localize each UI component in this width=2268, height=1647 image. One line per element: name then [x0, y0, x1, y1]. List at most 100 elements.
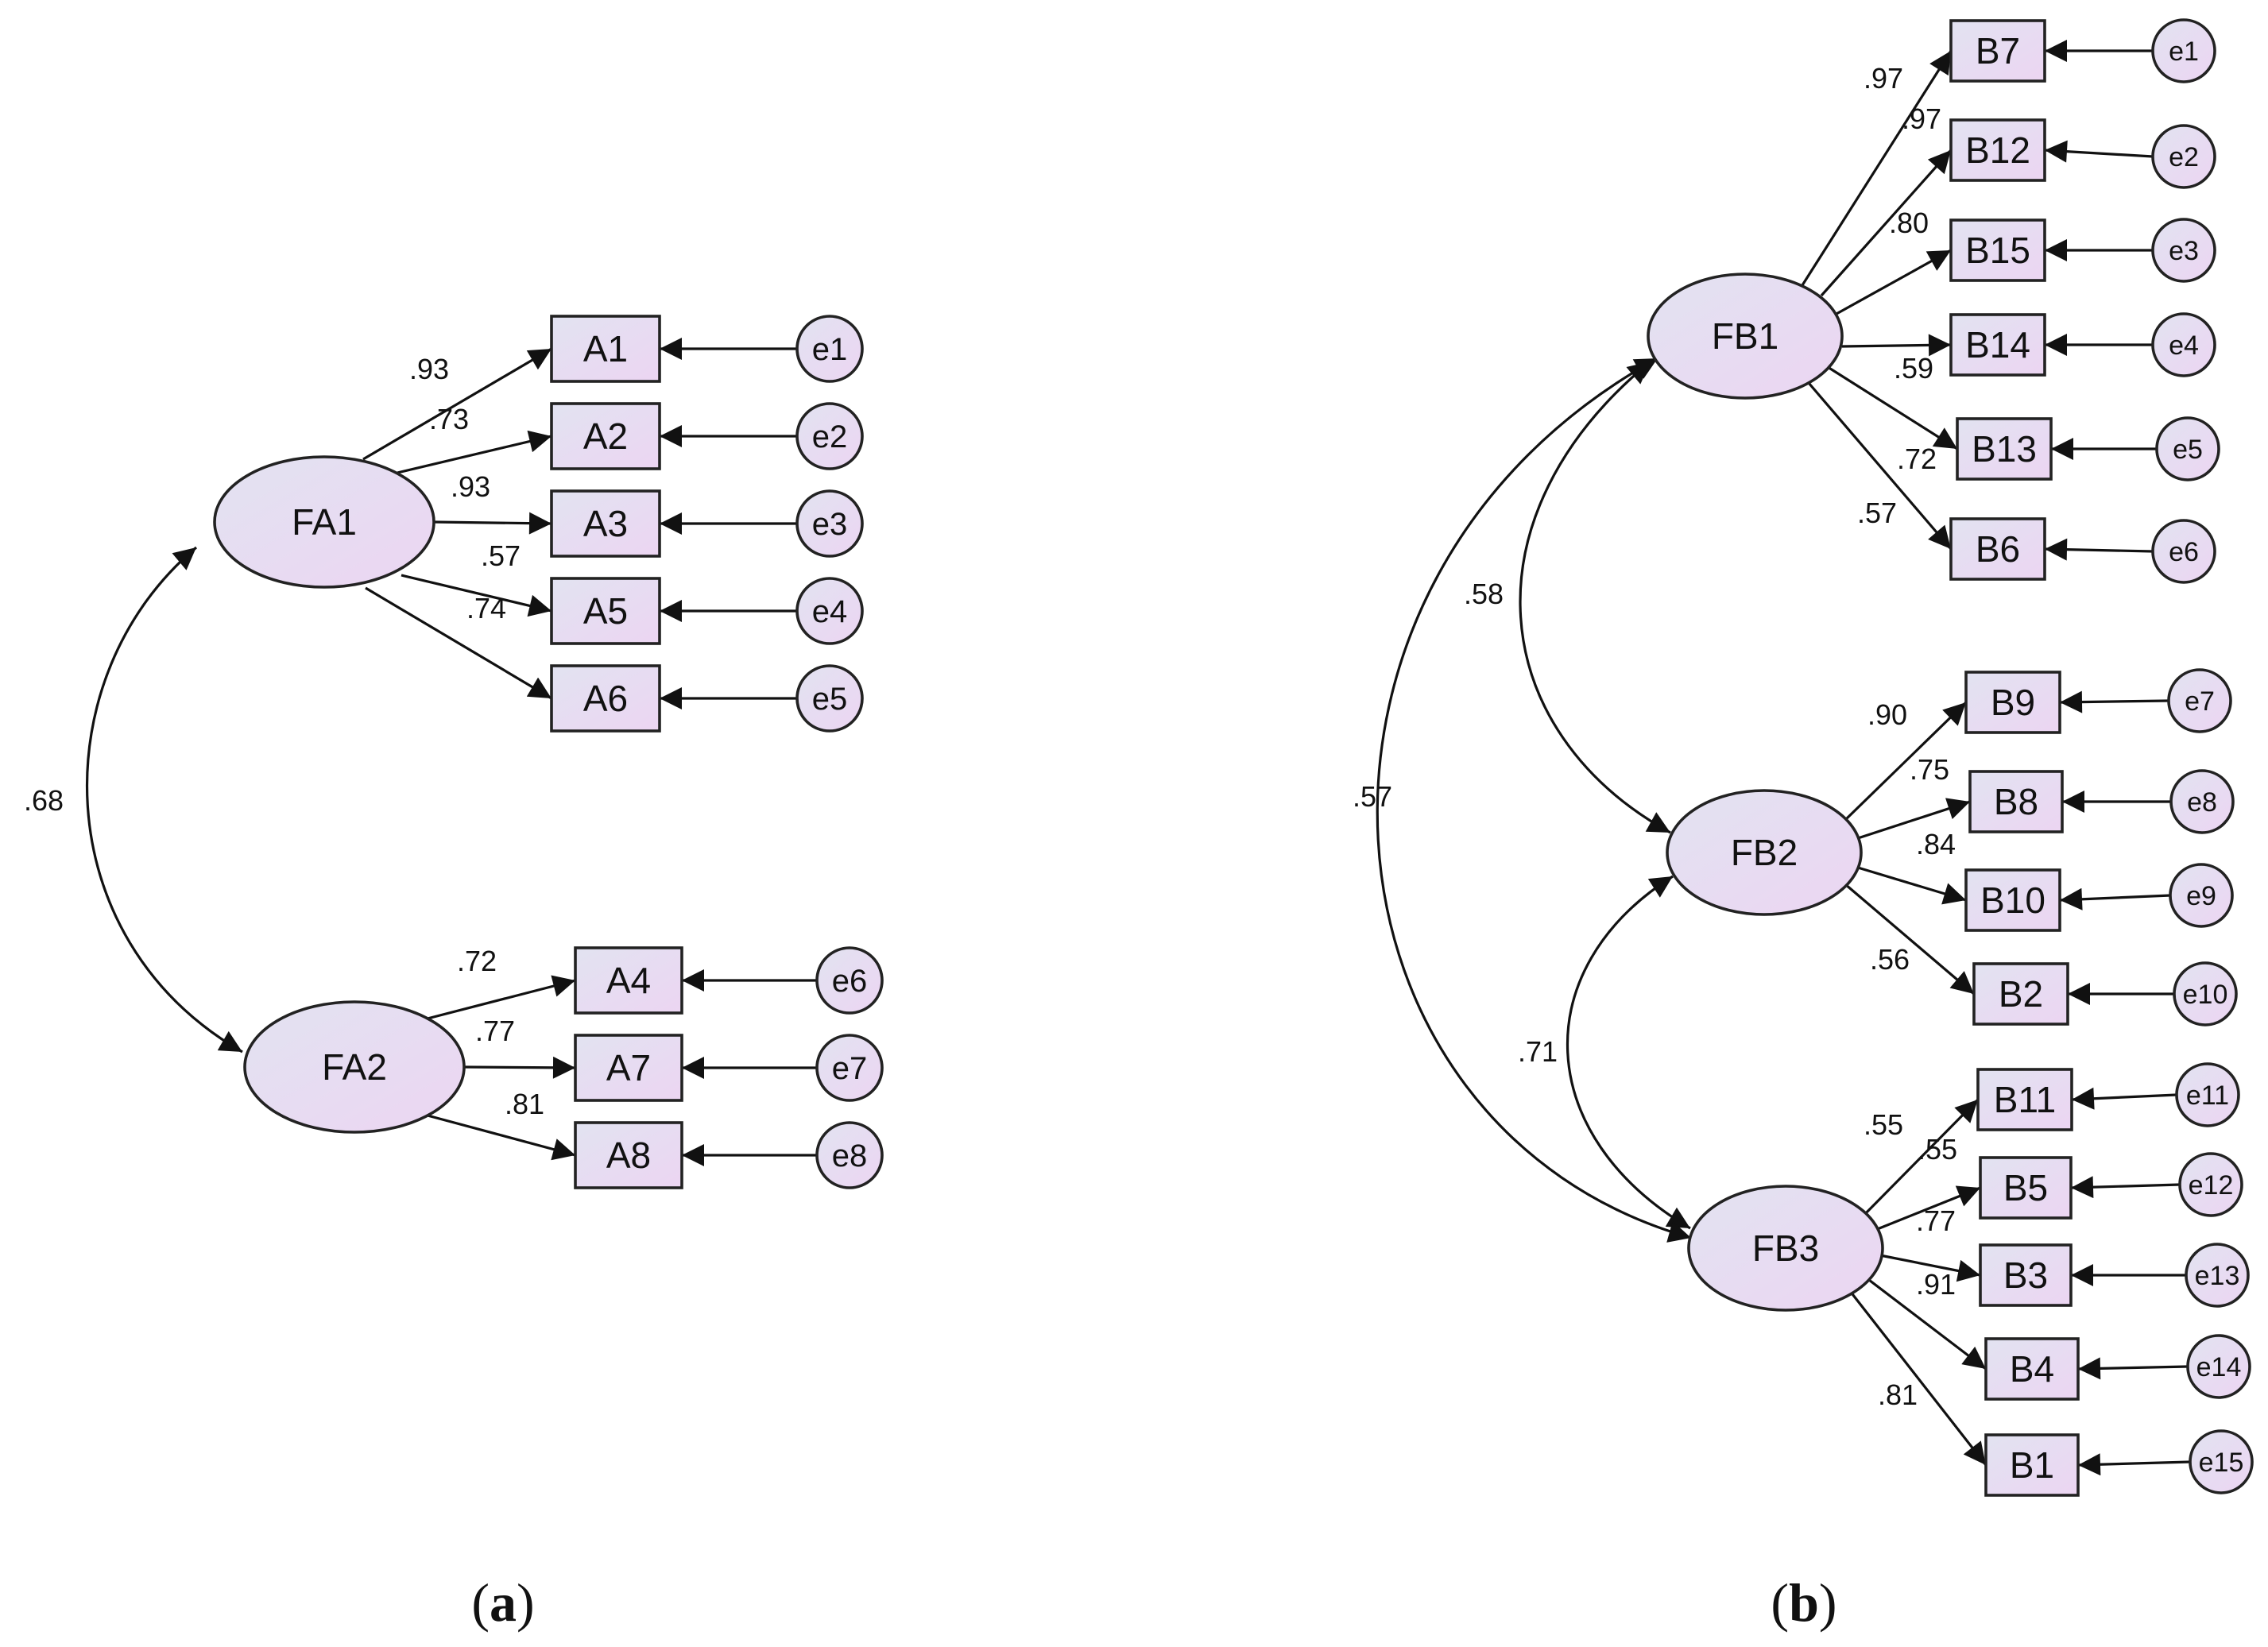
indicator-box-a6: [550, 664, 661, 733]
indicator-box-a3: [550, 489, 661, 558]
loading-label-a6: .74: [466, 592, 506, 624]
error-circle-e3-b15: [2151, 218, 2216, 283]
indicator-box-a8: [574, 1121, 683, 1189]
error-label-e8-b8: e8: [2187, 787, 2217, 818]
loading-label-b11: .55: [1864, 1108, 1903, 1141]
error-circle-e14-b4: [2186, 1334, 2251, 1399]
indicator-box-b13: [1956, 417, 2053, 481]
error-circle-e3-a3: [795, 489, 864, 558]
error-circle-e4-a5: [795, 577, 864, 645]
loading-arrow-fb2-b2: [1844, 883, 1976, 996]
indicator-box-b8: [1968, 770, 2064, 833]
error-label-e6-b6: e6: [2169, 537, 2199, 567]
error-label-e7-a7: e7: [832, 1051, 868, 1086]
error-circle-e2-b12: [2151, 124, 2216, 189]
factor-label-fb1: FB1: [1712, 315, 1778, 357]
error-label-e7-b9: e7: [2185, 686, 2215, 717]
error-circle-e8-a8: [815, 1121, 884, 1189]
error-label-e10-b2: e10: [2183, 980, 2228, 1010]
indicator-box-b15: [1949, 218, 2046, 282]
loading-label-a5: .57: [481, 539, 521, 572]
indicator-label-b2: B2: [1999, 973, 2043, 1015]
loading-label-b4: .91: [1916, 1268, 1956, 1301]
error-label-e13-b3: e13: [2195, 1261, 2240, 1291]
indicator-box-b6: [1949, 517, 2046, 581]
error-circle-e2-a2: [795, 402, 864, 470]
loading-arrow-fb1-b6: [1807, 381, 1953, 551]
error-circle-e5-a6: [795, 664, 864, 733]
error-label-e3-b15: e3: [2169, 236, 2199, 266]
loading-arrow-fb2-b9: [1844, 701, 1968, 822]
error-circle-e8-b8: [2169, 769, 2235, 834]
indicator-label-b9: B9: [1991, 682, 2035, 723]
correlation-arc-fa1-fa2: [85, 546, 243, 1054]
indicator-label-b12: B12: [1965, 130, 2030, 171]
error-circle-e15-b1: [2189, 1429, 2254, 1494]
loading-label-b15: .80: [1889, 207, 1929, 239]
error-circle-e6-a4: [815, 946, 884, 1015]
error-circle-e4-b14: [2151, 312, 2216, 377]
loading-arrow-fb1-b15: [1836, 249, 1952, 315]
indicator-box-a4: [574, 946, 683, 1015]
indicator-box-b7: [1949, 19, 2046, 83]
loading-arrow-fa2-a8: [427, 1114, 576, 1161]
loading-label-b7: .97: [1864, 62, 1903, 95]
indicator-label-b7: B7: [1976, 30, 2020, 72]
indicator-label-b1: B1: [2010, 1444, 2054, 1486]
loading-label-a1: .93: [409, 353, 449, 385]
loading-label-a8: .81: [505, 1088, 544, 1120]
error-label-e8-a8: e8: [832, 1139, 868, 1173]
error-circle-e9-b10: [2169, 863, 2234, 928]
loading-label-b2: .56: [1870, 943, 1910, 976]
indicator-label-b4: B4: [2010, 1348, 2054, 1390]
error-arrow-e9-b10: [2059, 887, 2171, 910]
loading-arrow-fb3-b4: [1865, 1276, 1987, 1371]
correlation-label-fb2-fb3: .71: [1518, 1035, 1558, 1068]
loading-arrow-fb3-b1: [1848, 1290, 1987, 1466]
factor-ellipse-fb2: [1666, 789, 1863, 916]
correlation-label-fa1-fa2: .68: [24, 784, 64, 817]
correlation-arc-fb2-fb3: [1566, 875, 1691, 1230]
indicator-box-b4: [1984, 1337, 2080, 1401]
loading-arrow-fa1-a5: [401, 574, 552, 617]
indicator-box-a2: [550, 402, 661, 470]
error-arrow-e12-b5: [2070, 1176, 2181, 1199]
indicator-label-b10: B10: [1980, 880, 2045, 921]
indicator-label-b11: B11: [1994, 1079, 2056, 1120]
factor-label-fa1: FA1: [292, 501, 357, 543]
loading-label-b9: .90: [1867, 698, 1907, 731]
indicator-box-b9: [1964, 671, 2061, 734]
loading-label-b3: .77: [1916, 1204, 1956, 1237]
error-label-e2-b12: e2: [2169, 142, 2199, 172]
error-label-e9-b10: e9: [2186, 881, 2216, 911]
loading-label-b12: .97: [1902, 102, 1941, 135]
correlation-arc-fb1-fb2: [1519, 360, 1671, 834]
error-circle-e6-b6: [2151, 519, 2216, 584]
error-label-e1-a1: e1: [812, 332, 848, 367]
indicator-box-b5: [1979, 1156, 2073, 1220]
error-circle-e5-b13: [2155, 416, 2220, 481]
indicator-label-a5: A5: [583, 590, 628, 632]
indicator-box-a7: [574, 1034, 683, 1102]
indicator-label-a4: A4: [606, 960, 651, 1001]
loading-arrow-fb3-b5: [1875, 1185, 1981, 1231]
indicator-label-a1: A1: [583, 328, 628, 369]
loading-label-a7: .77: [475, 1015, 515, 1047]
error-label-e5-a6: e5: [812, 682, 848, 717]
error-circle-e7-a7: [815, 1034, 884, 1102]
loading-arrow-fa2-a4: [427, 975, 576, 1020]
loading-arrow-fb1-b14: [1841, 334, 1952, 357]
loading-arrow-fb2-b8: [1857, 798, 1971, 840]
indicator-label-b14: B14: [1965, 324, 2030, 365]
error-label-e1-b7: e1: [2169, 37, 2199, 67]
panel-label-a: (a): [471, 1572, 534, 1633]
factor-label-fb3: FB3: [1752, 1228, 1819, 1269]
correlation-arc-fb1-fb3: [1376, 357, 1692, 1243]
loading-label-b13: .72: [1897, 443, 1937, 475]
indicator-label-b6: B6: [1976, 528, 2020, 570]
loading-arrow-fb1-b12: [1820, 149, 1953, 297]
loading-arrow-fa2-a7: [463, 1056, 576, 1079]
correlation-label-fb1-fb3: .57: [1353, 780, 1392, 813]
